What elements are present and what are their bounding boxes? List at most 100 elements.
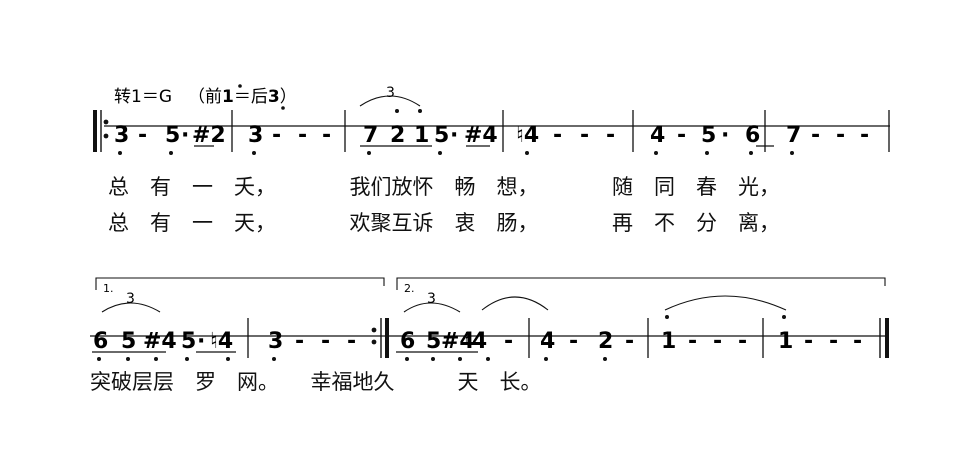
key-note-part: ＝后 xyxy=(234,87,268,107)
triplet-number-s2-volta2: 3 xyxy=(427,291,436,307)
octave-dot-lower xyxy=(458,357,462,361)
octave-dot-lower xyxy=(438,151,442,155)
note: ♮4 xyxy=(464,329,487,354)
note: 2 xyxy=(598,329,613,354)
note: 7 xyxy=(363,123,378,148)
key-note-part: （前 xyxy=(188,87,222,107)
note: 2 xyxy=(390,123,405,148)
note: - xyxy=(580,123,589,148)
repeat-dot-start-lower xyxy=(103,133,109,139)
note: #4 xyxy=(441,329,475,354)
octave-dot-lower xyxy=(185,357,189,361)
key-note-part: 1 xyxy=(222,87,234,107)
note: - xyxy=(295,329,304,354)
repeat-dot-end-upper xyxy=(371,327,377,333)
note: 1 xyxy=(414,123,429,148)
triplet-arc-s2-volta2 xyxy=(403,302,461,313)
note: - xyxy=(322,123,331,148)
octave-dot-lower xyxy=(272,357,276,361)
lyrics-line-3: 突破层层 罗 网。 幸福地久 天 长。 xyxy=(90,370,542,394)
note: 3 xyxy=(114,123,129,148)
volta-1-label: 1. xyxy=(103,282,114,295)
note: · xyxy=(450,123,458,148)
octave-dot-lower xyxy=(525,151,529,155)
triplet-arc-s2-volta1 xyxy=(101,302,161,313)
note: 1 xyxy=(778,329,793,354)
note: · xyxy=(181,123,189,148)
tie-arc-s2-long xyxy=(664,295,787,311)
note: ♮4 xyxy=(210,329,233,354)
note: - xyxy=(853,329,862,354)
repeat-dot-start-upper xyxy=(103,119,109,125)
note: - xyxy=(625,329,634,354)
note: - xyxy=(829,329,838,354)
note: - xyxy=(688,329,697,354)
octave-dot-lower xyxy=(97,357,101,361)
note: - xyxy=(553,123,562,148)
octave-dot-lower xyxy=(367,151,371,155)
key-note-part: 3 xyxy=(268,87,280,107)
lyrics-line-2: 总 有 一 天， 欢聚互诉 衷 肠， 再 不 分 离， xyxy=(108,211,780,235)
note: 3 xyxy=(268,329,283,354)
note: - xyxy=(272,123,281,148)
note: 5 xyxy=(426,329,441,354)
note: - xyxy=(713,329,722,354)
note: - xyxy=(321,329,330,354)
octave-dot-lower xyxy=(705,151,709,155)
octave-dot-lower xyxy=(118,151,122,155)
key-note-part: ） xyxy=(280,87,297,107)
note: - xyxy=(606,123,615,148)
key-change-label: 转1＝G xyxy=(114,87,172,107)
volta-1-bracket xyxy=(95,277,385,290)
note: - xyxy=(298,123,307,148)
note: - xyxy=(569,329,578,354)
octave-dot-upper xyxy=(782,315,786,319)
octave-dot-lower xyxy=(790,151,794,155)
note: 4 xyxy=(540,329,555,354)
octave-dot-lower xyxy=(154,357,158,361)
octave-dot-lower xyxy=(749,151,753,155)
octave-dot-upper xyxy=(665,315,669,319)
note: 1 xyxy=(661,329,676,354)
octave-dot-lower xyxy=(431,357,435,361)
octave-dot-lower xyxy=(405,357,409,361)
note: - xyxy=(347,329,356,354)
note: - xyxy=(860,123,869,148)
lyrics-line-1: 总 有 一 夭， 我们放怀 畅 想， 随 同 春 光， xyxy=(108,175,780,199)
volta-2-bracket xyxy=(396,277,886,290)
note: 4 xyxy=(650,123,665,148)
octave-dot-lower xyxy=(486,357,490,361)
triplet-number-s2-volta1: 3 xyxy=(126,291,135,307)
note: - xyxy=(804,329,813,354)
note: 6 xyxy=(93,329,108,354)
note: #2 xyxy=(192,123,226,148)
key-note-dot-lower xyxy=(281,106,285,110)
octave-dot-lower xyxy=(603,357,607,361)
note: 5 xyxy=(701,123,716,148)
note: - xyxy=(504,329,513,354)
note: #4 xyxy=(464,123,498,148)
tie-arc-s2 xyxy=(481,296,549,311)
note: - xyxy=(677,123,686,148)
octave-dot-lower xyxy=(126,357,130,361)
note: 7 xyxy=(786,123,801,148)
note: · xyxy=(197,329,205,354)
note: 6 xyxy=(400,329,415,354)
octave-dot-lower xyxy=(252,151,256,155)
octave-dot-lower xyxy=(226,357,230,361)
note: ♮4 xyxy=(516,123,539,148)
note: - xyxy=(738,329,747,354)
octave-dot-lower xyxy=(544,357,548,361)
triplet-arc-s1 xyxy=(359,95,421,107)
key-change-note: （前1＝后3） xyxy=(188,87,297,107)
octave-dot-upper xyxy=(395,109,399,113)
note: 5 xyxy=(181,329,196,354)
octave-dot-lower xyxy=(654,151,658,155)
note: 3 xyxy=(248,123,263,148)
note: 6 xyxy=(745,123,760,148)
key-note-dot-upper xyxy=(238,84,242,88)
note: 5 xyxy=(434,123,449,148)
note: - xyxy=(138,123,147,148)
